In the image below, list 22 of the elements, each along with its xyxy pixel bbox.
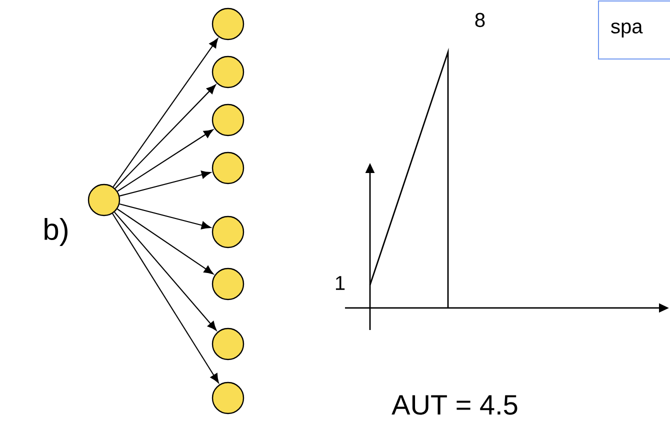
value-label: 8 xyxy=(475,12,485,28)
arrow xyxy=(114,212,217,331)
circle-node xyxy=(212,152,244,184)
circle-node xyxy=(212,8,244,40)
circle-node xyxy=(88,184,120,216)
value-label: 1 xyxy=(336,276,345,290)
panel-label: b) xyxy=(44,218,68,246)
arrow xyxy=(112,38,218,188)
arrow xyxy=(114,84,216,189)
circle-node xyxy=(212,216,244,248)
arrow xyxy=(119,170,211,196)
circle-node xyxy=(212,268,244,300)
formula-text: AUT = 4.5 xyxy=(392,395,518,415)
arrow xyxy=(117,208,214,274)
text-box: spa xyxy=(598,0,670,60)
circle-node xyxy=(212,56,244,88)
arrow xyxy=(117,129,214,192)
circle-node xyxy=(212,104,244,136)
arrow xyxy=(119,203,211,230)
circle-node xyxy=(212,382,244,414)
circle-node xyxy=(212,328,244,360)
arrow xyxy=(112,213,219,384)
